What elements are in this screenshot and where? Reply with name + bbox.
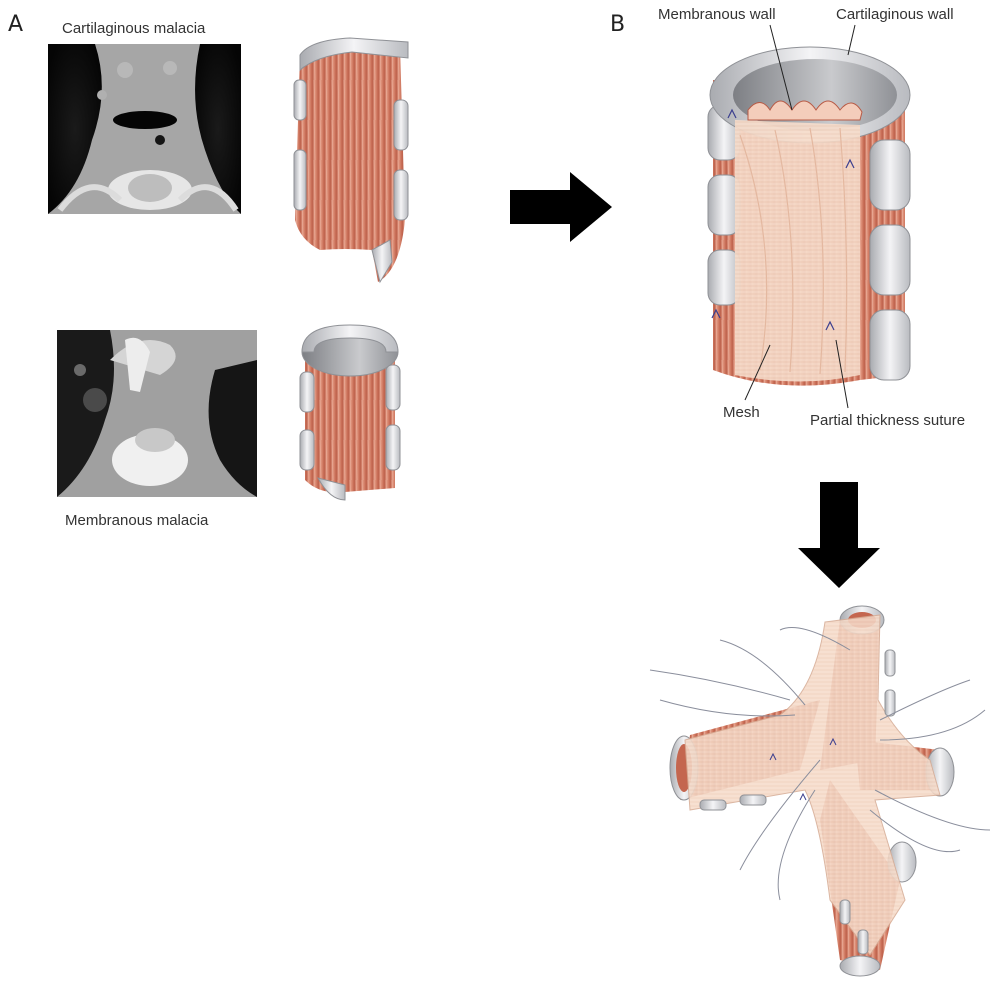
cartilaginous-wall-leader	[848, 25, 855, 55]
ct-scan-membranous	[57, 330, 257, 497]
airway-cartilaginous-malacia-illustration	[294, 38, 408, 282]
airway-membranous-malacia-illustration	[300, 325, 400, 500]
ct-scan-cartilaginous	[48, 44, 241, 214]
repaired-airway-illustration	[708, 25, 910, 408]
bronchial-tree-mesh-illustration	[650, 606, 990, 976]
right-arrow-icon	[510, 172, 612, 242]
down-arrow-icon	[798, 482, 880, 588]
